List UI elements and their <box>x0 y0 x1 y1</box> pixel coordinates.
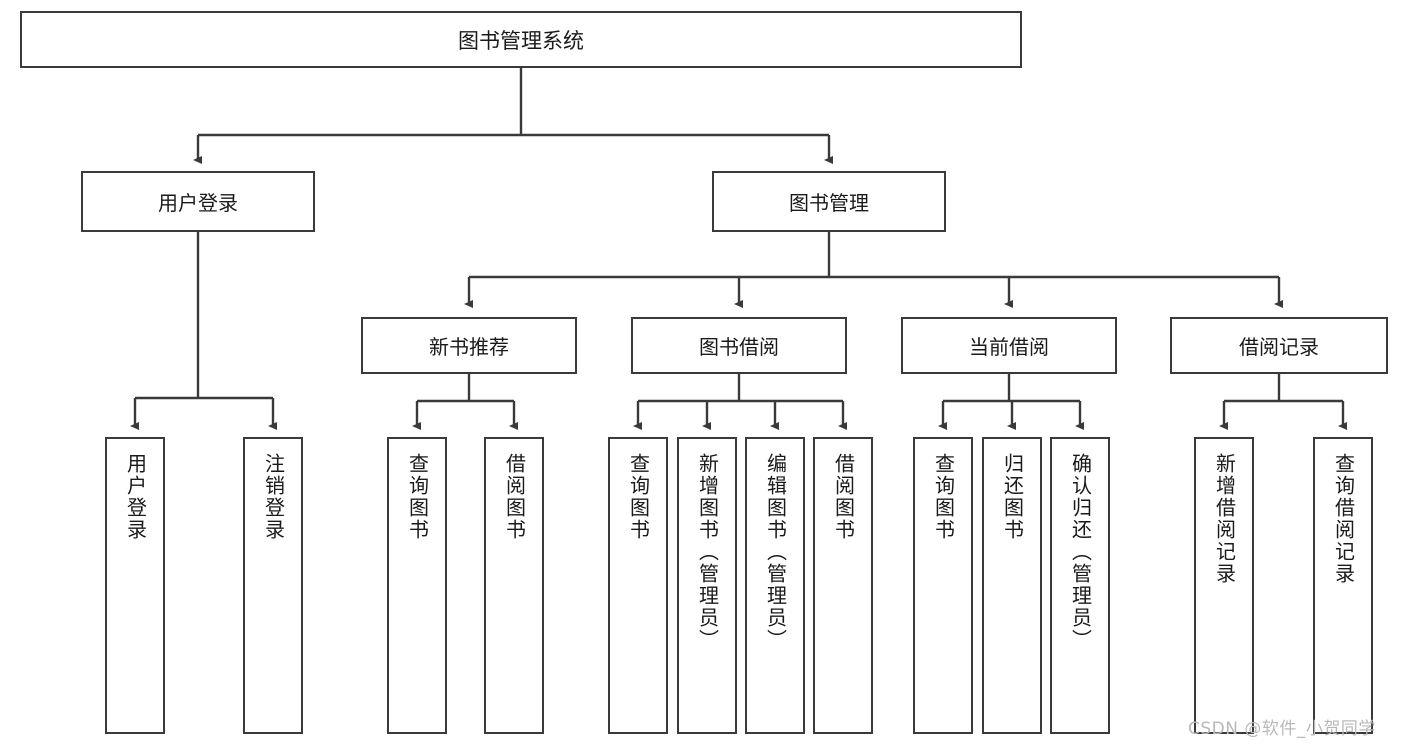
watermark: CSDN @软件_小贺同学 <box>1188 719 1376 739</box>
node-book-manage-label: 图书管理 <box>789 191 869 215</box>
leaf-edit-book-label: 编辑图书（管理员） <box>763 453 788 651</box>
leaf-query-book-recommend-label: 查询图书 <box>405 453 430 541</box>
leaf-user-logout[interactable]: 注销登录 <box>243 437 303 734</box>
leaf-return-book-label: 归还图书 <box>1000 453 1025 541</box>
node-borrow-record-label: 借阅记录 <box>1239 335 1319 359</box>
node-root[interactable]: 图书管理系统 <box>20 11 1022 68</box>
node-current-borrow[interactable]: 当前借阅 <box>901 317 1117 374</box>
leaf-user-login[interactable]: 用户登录 <box>105 437 165 734</box>
leaf-return-book[interactable]: 归还图书 <box>982 437 1042 734</box>
leaf-borrow-book-recommend-label: 借阅图书 <box>502 453 527 541</box>
leaf-borrow-book-recommend[interactable]: 借阅图书 <box>484 437 544 734</box>
leaf-query-book-borrow-label: 查询图书 <box>626 453 651 541</box>
leaf-query-book-recommend[interactable]: 查询图书 <box>387 437 447 734</box>
node-user-login[interactable]: 用户登录 <box>81 171 315 232</box>
leaf-query-borrow-record-label: 查询借阅记录 <box>1331 453 1356 585</box>
node-new-book-recommend[interactable]: 新书推荐 <box>361 317 577 374</box>
node-book-borrow-label: 图书借阅 <box>699 335 779 359</box>
leaf-confirm-return-label: 确认归还（管理员） <box>1068 453 1093 651</box>
leaf-user-login-label: 用户登录 <box>123 453 148 541</box>
leaf-query-book-current[interactable]: 查询图书 <box>913 437 973 734</box>
leaf-add-borrow-record-label: 新增借阅记录 <box>1212 453 1237 585</box>
leaf-query-book-borrow[interactable]: 查询图书 <box>608 437 668 734</box>
leaf-borrow-book[interactable]: 借阅图书 <box>813 437 873 734</box>
node-user-login-label: 用户登录 <box>158 191 238 215</box>
node-book-manage[interactable]: 图书管理 <box>712 171 946 232</box>
leaf-user-logout-label: 注销登录 <box>261 453 286 541</box>
leaf-query-book-current-label: 查询图书 <box>931 453 956 541</box>
leaf-confirm-return[interactable]: 确认归还（管理员） <box>1050 437 1110 734</box>
leaf-query-borrow-record[interactable]: 查询借阅记录 <box>1313 437 1373 734</box>
node-borrow-record[interactable]: 借阅记录 <box>1170 317 1388 374</box>
node-current-borrow-label: 当前借阅 <box>969 335 1049 359</box>
node-root-label: 图书管理系统 <box>458 28 584 53</box>
leaf-add-borrow-record[interactable]: 新增借阅记录 <box>1194 437 1254 734</box>
node-new-book-recommend-label: 新书推荐 <box>429 335 509 359</box>
leaf-add-book[interactable]: 新增图书（管理员） <box>677 437 737 734</box>
leaf-edit-book[interactable]: 编辑图书（管理员） <box>745 437 805 734</box>
leaf-borrow-book-label: 借阅图书 <box>831 453 856 541</box>
node-book-borrow[interactable]: 图书借阅 <box>631 317 847 374</box>
leaf-add-book-label: 新增图书（管理员） <box>695 453 720 651</box>
